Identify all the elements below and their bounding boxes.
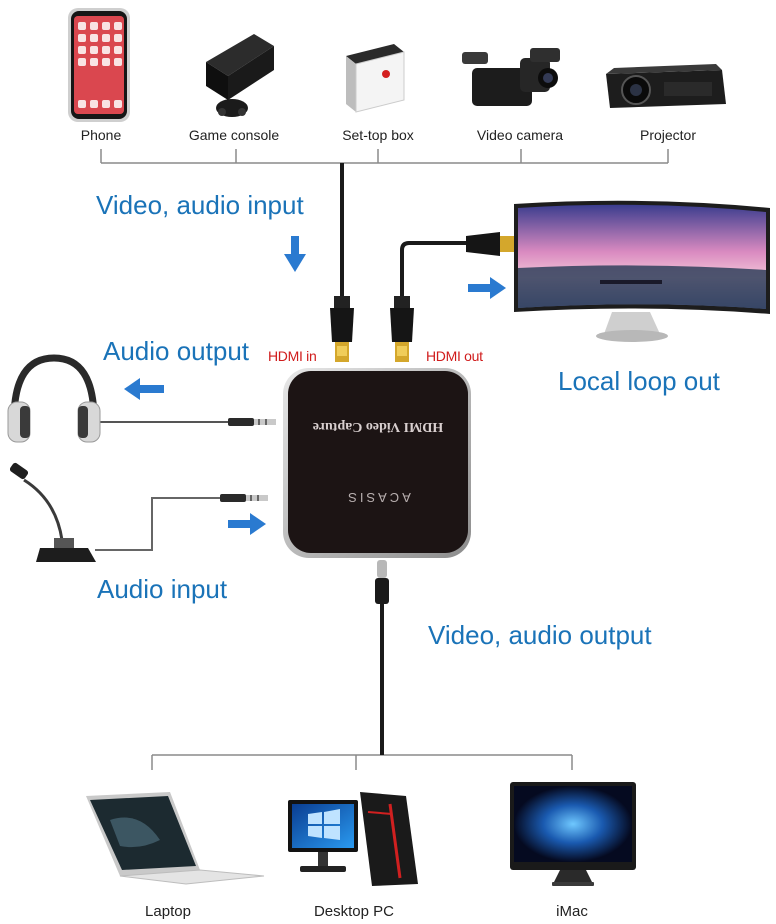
projector-device: [606, 64, 726, 108]
hdmi-out-cable: [390, 232, 514, 362]
label-audio-output: Audio output: [103, 336, 250, 366]
arrow-audio-input: [228, 513, 266, 535]
capture-box-brand: ACASIS: [345, 490, 411, 505]
label-set-top-box: Set-top box: [342, 127, 414, 143]
label-video-camera: Video camera: [476, 127, 564, 143]
label-audio-input: Audio input: [97, 574, 228, 604]
arrow-video-input: [284, 236, 306, 272]
audio-output-cable: [95, 418, 276, 426]
video-camera-device: [462, 48, 560, 106]
label-projector: Projector: [639, 127, 697, 143]
label-hdmi-in: HDMI in: [268, 348, 317, 364]
label-laptop: Laptop: [145, 903, 191, 920]
imac-device: [510, 782, 636, 886]
monitor-device: [514, 200, 770, 342]
label-game-console: Game console: [188, 127, 280, 143]
bottom-bracket-lines: [151, 754, 573, 770]
arrow-local-loop: [468, 277, 506, 299]
capture-box: [283, 368, 471, 558]
label-video-audio-output: Video, audio output: [428, 620, 652, 650]
audio-input-cable: [95, 494, 268, 551]
top-bracket-lines: [100, 149, 669, 164]
capture-box-title: HDMI Video Capture: [312, 419, 444, 434]
label-hdmi-out: HDMI out: [426, 348, 483, 364]
label-local-loop-out: Local loop out: [558, 366, 720, 396]
label-imac: iMac: [556, 903, 588, 920]
headphones-device: [7, 354, 101, 443]
hdmi-in-cable: [330, 163, 354, 362]
phone-device: [68, 8, 130, 122]
game-console-device: [206, 34, 274, 117]
arrow-audio-output: [124, 378, 164, 400]
label-desktop-pc: Desktop PC: [313, 903, 395, 920]
desktop-pc-device: [288, 792, 418, 886]
microphone-device: [9, 462, 96, 562]
laptop-device: [86, 792, 265, 885]
label-phone: Phone: [80, 127, 122, 143]
set-top-box-device: [346, 44, 405, 113]
usb-c-cable: [375, 560, 389, 755]
label-video-audio-input: Video, audio input: [96, 190, 304, 220]
